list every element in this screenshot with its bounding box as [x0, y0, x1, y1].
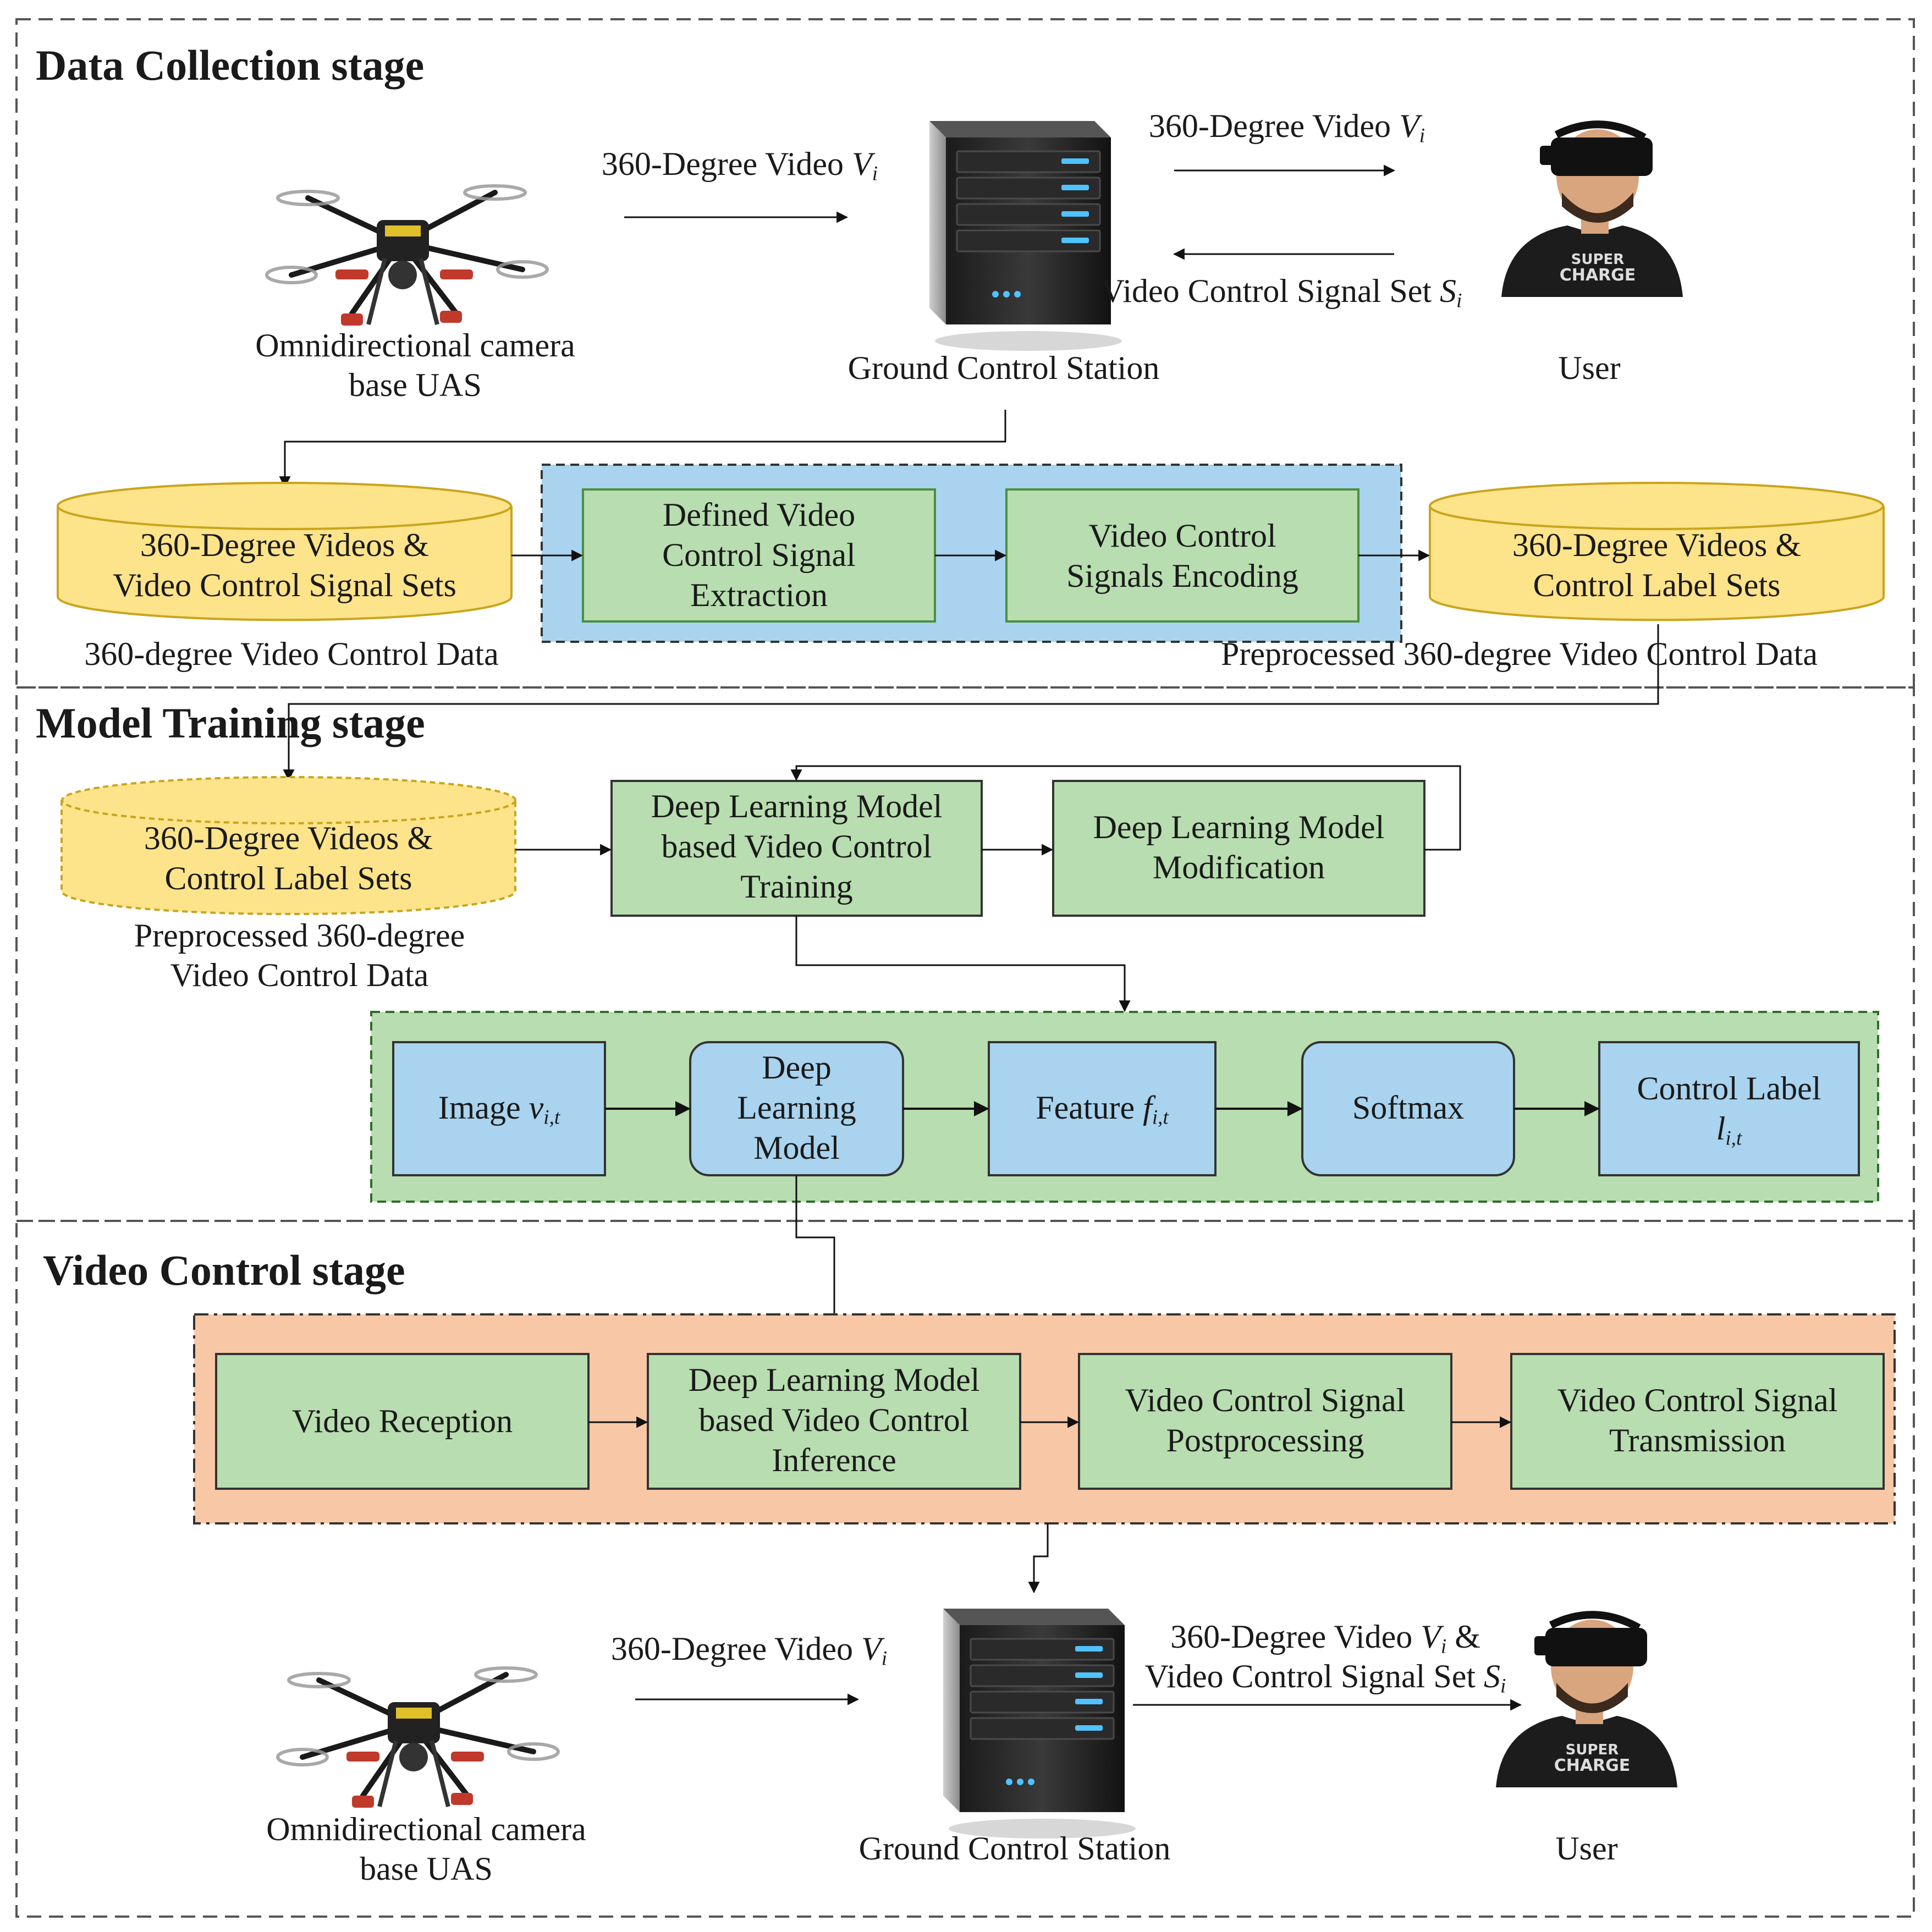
stage-title-model-training: Model Training stage	[36, 699, 425, 747]
softmax-box: Softmax	[1352, 1089, 1465, 1126]
label-box-shape	[1598, 1041, 1860, 1176]
uas-to-gcs-label-2: 360-Degree Video Vi	[610, 1631, 888, 1670]
user-label: User	[1558, 350, 1621, 386]
postprocessing-box-shape	[1078, 1353, 1452, 1490]
drone-icon-2	[278, 1668, 558, 1808]
transmission-box-shape	[1510, 1353, 1885, 1490]
gcs-to-user-label: 360-Degree Video Vi	[1148, 108, 1425, 147]
training-box-shape	[610, 780, 983, 917]
frame-data-collection	[15, 18, 1915, 689]
gcs-label: Ground Control Station	[847, 350, 1160, 386]
frame-video-control	[15, 1220, 1915, 1918]
preprocessed-database-caption: Preprocessed 360-degree Video Control Da…	[1221, 636, 1818, 672]
training-database-text: 360-Degree Videos &Control Label Sets	[144, 820, 433, 897]
control-label-box: Control Label li,t	[1637, 1070, 1821, 1150]
stage-title-data-collection: Data Collection stage	[36, 41, 425, 89]
gcs-to-user-label-2: 360-Degree Video Vi & Video Control Sign…	[1144, 1619, 1506, 1698]
user-to-gcs-label: Video Control Signal Set Si	[1100, 273, 1462, 312]
feature-box: Feature fi,t	[1036, 1089, 1169, 1129]
vr-headset-user-icon	[1501, 124, 1683, 297]
extraction-box-shape	[582, 488, 936, 623]
gcs-label-2: Ground Control Station	[858, 1830, 1171, 1867]
uas-to-gcs-label: 360-Degree Video Vi	[601, 146, 878, 185]
user-label-2: User	[1555, 1830, 1618, 1867]
raw-database-caption: 360-degree Video Control Data	[84, 636, 499, 672]
feature-box-shape	[988, 1041, 1217, 1176]
raw-database-icon	[57, 482, 513, 621]
video-reception-box: Video Reception	[291, 1403, 513, 1439]
image-box-shape	[392, 1041, 606, 1176]
stage-title-video-control: Video Control stage	[43, 1246, 405, 1294]
raw-database-text: 360-Degree Videos &Video Control Signal …	[113, 527, 456, 604]
preprocessed-database-icon	[1429, 482, 1885, 621]
image-box: Image vi,t	[438, 1089, 560, 1129]
modification-box-shape	[1052, 780, 1425, 917]
drone-icon	[267, 186, 547, 326]
server-icon	[928, 120, 1123, 352]
preprocessed-database-text: 360-Degree Videos &Control Label Sets	[1512, 527, 1802, 604]
training-database-icon	[60, 776, 516, 916]
encoding-box-shape	[1005, 488, 1359, 623]
